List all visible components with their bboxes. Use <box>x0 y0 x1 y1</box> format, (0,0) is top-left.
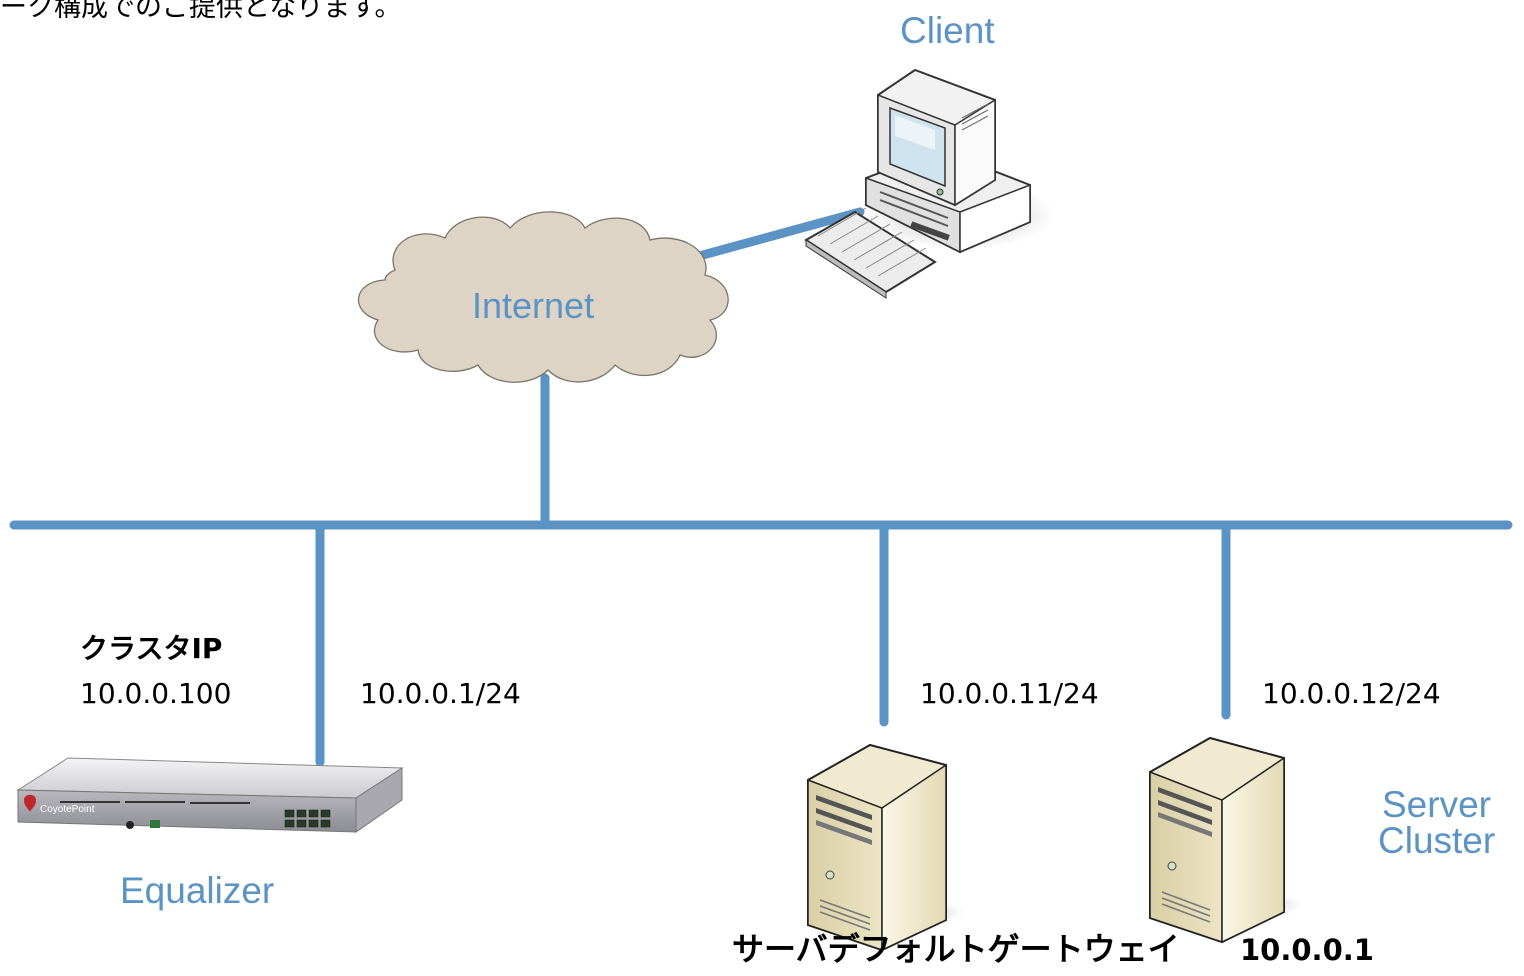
cluster-ip-value: 10.0.0.100 <box>80 677 232 710</box>
client-computer-icon <box>804 68 1055 299</box>
equalizer-label: Equalizer <box>120 870 275 911</box>
server-2-icon <box>1149 736 1303 944</box>
cluster-ip-title: クラスタIP <box>80 632 223 665</box>
equalizer-brand-text: CoyotePoint <box>40 804 95 815</box>
internet-label: Internet <box>472 285 595 326</box>
client-link-line <box>687 207 865 263</box>
server2-ip-label: 10.0.0.12/24 <box>1262 677 1441 710</box>
default-gateway-value: 10.0.0.1 <box>1240 933 1374 967</box>
server-1-icon <box>807 743 965 952</box>
server-cluster-label-line1: Server <box>1382 784 1491 825</box>
default-gateway-label: サーバデフォルトゲートウェイ <box>732 930 1180 968</box>
server-cluster-label-line2: Cluster <box>1378 820 1496 861</box>
internet-cloud-icon <box>357 211 729 383</box>
network-links <box>9 207 1513 767</box>
equalizer-appliance-icon: CoyotePoint <box>16 757 404 833</box>
header-fragment-text: ーク構成でのご提供となります。 <box>0 0 402 23</box>
equalizer-ip-label: 10.0.0.1/24 <box>360 677 521 710</box>
client-label: Client <box>900 10 995 51</box>
server1-ip-label: 10.0.0.11/24 <box>920 677 1099 710</box>
